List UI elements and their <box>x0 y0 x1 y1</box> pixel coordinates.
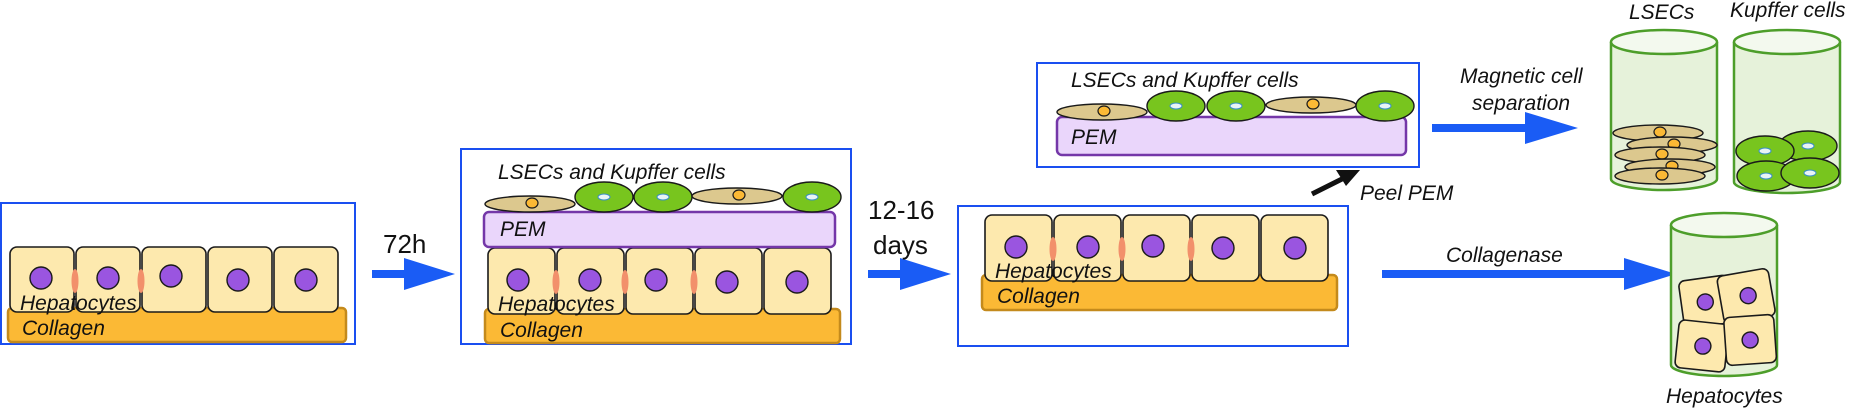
cell-junction <box>1049 237 1057 261</box>
arrow-head <box>1336 170 1360 186</box>
lsec-nucleus <box>1306 98 1320 110</box>
hepatocyte-row <box>487 247 832 315</box>
tube-lsecs: LSECs <box>1609 1 1719 192</box>
peel-pem-label: Peel PEM <box>1360 182 1454 205</box>
panel-peeled-pem: LSECs and Kupffer cells PEM <box>1036 62 1420 168</box>
nucleus <box>785 270 809 294</box>
pem-label: PEM <box>1071 126 1117 149</box>
days-label-line1: 12-16 <box>868 195 935 225</box>
nucleus <box>96 266 120 290</box>
nucleus <box>226 268 250 292</box>
lsec-nucleus <box>1653 126 1667 138</box>
tube-opening <box>1609 28 1719 56</box>
arrow-head <box>900 258 951 290</box>
hepatocytes-tube-label: Hepatocytes <box>1666 385 1783 408</box>
days-label-line2: days <box>873 230 928 260</box>
kupffer-nucleus <box>1378 102 1392 110</box>
tube-hepatocytes: Hepatocytes <box>1666 211 1783 408</box>
arrow-peel-pem: Peel PEM <box>1310 170 1454 205</box>
cell-junction <box>137 269 145 293</box>
panel-after-peel: Hepatocytes Collagen <box>957 205 1349 347</box>
nucleus <box>159 264 183 288</box>
lsecs-kupffer-label: LSECs and Kupffer cells <box>498 161 726 184</box>
kupffer-nucleus <box>1169 102 1183 110</box>
arrow-head <box>1624 258 1676 290</box>
pem-label: PEM <box>500 218 546 241</box>
nonparenchymal-cell-row <box>484 181 842 213</box>
arrow-shaft <box>1382 270 1630 278</box>
lsec-nucleus <box>1097 105 1111 117</box>
nucleus <box>1004 235 1028 259</box>
hepatocyte <box>1674 319 1730 373</box>
cell-junction <box>690 270 698 294</box>
tube-opening <box>1669 211 1779 239</box>
hepatocytes-label: Hepatocytes <box>20 292 137 315</box>
tube-opening <box>1732 28 1842 56</box>
time-72h-label: 72h <box>383 229 426 259</box>
lsec-nucleus <box>525 197 539 209</box>
cell-junction <box>621 270 629 294</box>
panel-coculture: LSECs and Kupffer cells PEM Hepatocytes … <box>460 148 852 345</box>
kupffer-nucleus <box>1801 142 1815 150</box>
arrow-collagenase: Collagenase <box>1382 244 1676 290</box>
arrow-72h: 72h <box>372 229 455 290</box>
arrow-head <box>404 258 455 290</box>
arrow-shaft <box>372 270 410 278</box>
nucleus <box>715 270 739 294</box>
nucleus <box>1141 234 1165 258</box>
nucleus <box>506 268 530 292</box>
nucleus <box>294 268 318 292</box>
nucleus <box>644 268 668 292</box>
kupffer-nucleus <box>1229 102 1243 110</box>
collagen-label: Collagen <box>22 317 105 340</box>
kupffer-nucleus <box>1803 169 1817 177</box>
hepatocytes-label: Hepatocytes <box>498 293 615 316</box>
kupffer-nucleus <box>1758 147 1772 155</box>
tube-kupffer-cells: Kupffer cells <box>1730 0 1846 195</box>
kupffer-cells-label: Kupffer cells <box>1730 0 1846 22</box>
lsecs-kupffer-label: LSECs and Kupffer cells <box>1071 69 1299 92</box>
arrow-shaft <box>868 270 906 278</box>
arrow-head <box>1525 112 1578 144</box>
nucleus <box>1076 235 1100 259</box>
arrow-magnetic-separation: Magnetic cell separation <box>1432 65 1584 144</box>
cell-junction <box>1118 237 1126 261</box>
lsecs-label: LSECs <box>1629 1 1695 24</box>
nucleus <box>578 268 602 292</box>
collagen-label: Collagen <box>500 319 583 342</box>
arrow-shaft <box>1432 124 1530 132</box>
hepatocyte <box>1716 267 1776 324</box>
cell-junction <box>1187 237 1195 261</box>
cell-junction <box>552 270 560 294</box>
collagen-label: Collagen <box>997 285 1080 308</box>
collagenase-label: Collagenase <box>1446 244 1563 267</box>
lsec-nucleus <box>732 189 746 201</box>
cell-junction <box>71 269 79 293</box>
panel-initial-hepatocytes: Hepatocytes Collagen <box>0 202 356 345</box>
hepatocytes-label: Hepatocytes <box>995 260 1112 283</box>
magnetic-label-line2: separation <box>1472 92 1570 115</box>
lsec-nucleus <box>1655 169 1669 181</box>
hepatocyte-row <box>984 214 1329 282</box>
nucleus <box>1283 236 1307 260</box>
nucleus <box>1211 236 1235 260</box>
kupffer-nucleus <box>656 193 670 201</box>
kupffer-nucleus <box>1759 172 1773 180</box>
hepatocyte-row <box>9 246 339 313</box>
kupffer-nucleus <box>805 193 819 201</box>
arrow-12-16-days: 12-16 days <box>868 195 951 290</box>
lsec-nucleus <box>1655 148 1669 160</box>
nucleus <box>29 266 53 290</box>
kupffer-nucleus <box>597 193 611 201</box>
hepatocyte <box>1723 313 1778 367</box>
nonparenchymal-cell-row <box>1056 90 1415 122</box>
arrow-shaft <box>1310 175 1346 197</box>
magnetic-label-line1: Magnetic cell <box>1460 65 1584 88</box>
